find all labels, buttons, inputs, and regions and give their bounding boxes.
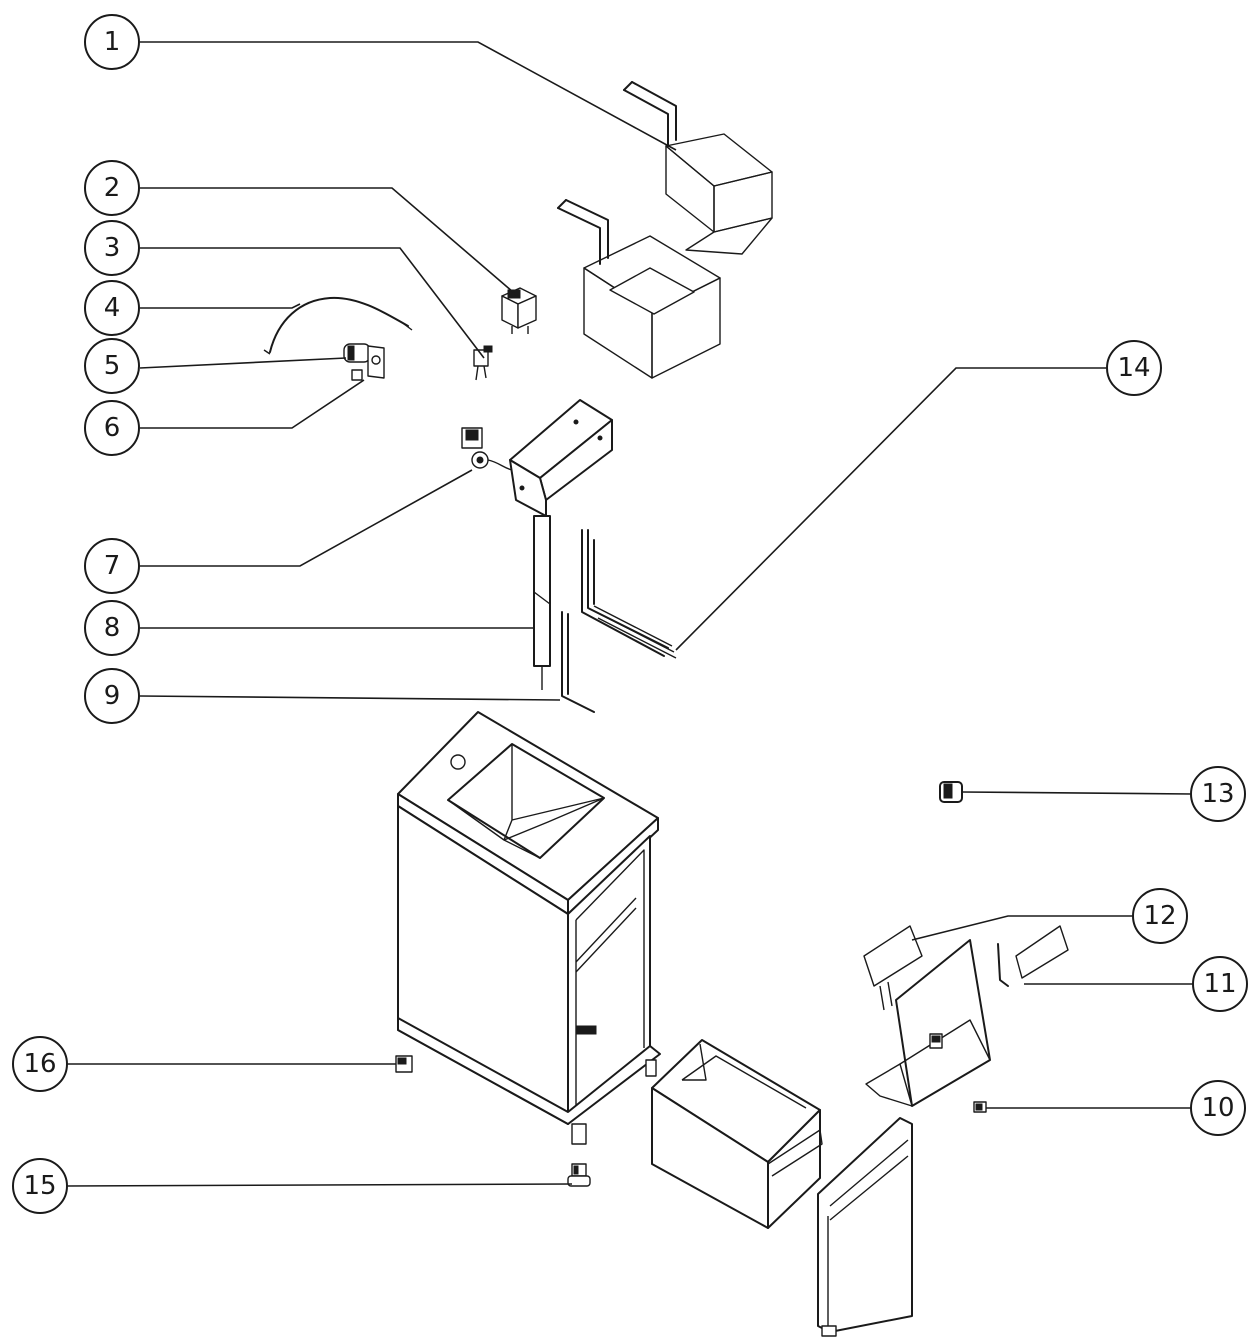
callout-9-label: 9 xyxy=(104,681,121,711)
small-screw xyxy=(973,1101,987,1113)
callout-3-label: 3 xyxy=(104,233,121,263)
callout-7: 7 xyxy=(84,538,140,594)
control-board xyxy=(997,925,1069,987)
callout-6-label: 6 xyxy=(104,413,121,443)
fry-basket-lower xyxy=(557,199,721,379)
adjustable-foot xyxy=(567,1163,591,1187)
callout-8: 8 xyxy=(84,600,140,656)
switch-assembly xyxy=(343,343,385,381)
callout-6: 6 xyxy=(84,400,140,456)
callout-13-label: 13 xyxy=(1201,779,1234,809)
fry-basket-upper xyxy=(623,81,773,255)
callout-12-label: 12 xyxy=(1143,901,1176,931)
callout-1: 1 xyxy=(84,14,140,70)
callout-4: 4 xyxy=(84,280,140,336)
callout-10-label: 10 xyxy=(1201,1093,1234,1123)
callout-5-label: 5 xyxy=(104,351,121,381)
thermostat-valve xyxy=(473,345,493,381)
callout-4-label: 4 xyxy=(104,293,121,323)
leader-lines xyxy=(65,41,1196,1187)
oil-tank xyxy=(651,1039,823,1229)
callout-14: 14 xyxy=(1106,340,1162,396)
callout-5: 5 xyxy=(84,338,140,394)
callout-2-label: 2 xyxy=(104,173,121,203)
callout-16: 16 xyxy=(12,1036,68,1092)
callout-1-label: 1 xyxy=(104,27,121,57)
relay-component xyxy=(501,287,537,334)
clip-part xyxy=(395,1055,413,1073)
callout-14-label: 14 xyxy=(1117,353,1150,383)
callout-15: 15 xyxy=(12,1158,68,1214)
heating-head-housing xyxy=(509,399,613,517)
callout-11: 11 xyxy=(1192,956,1248,1012)
callout-16-label: 16 xyxy=(23,1049,56,1079)
callout-15-label: 15 xyxy=(23,1171,56,1201)
control-panel-bracket xyxy=(865,939,991,1107)
callout-13: 13 xyxy=(1190,766,1246,822)
heating-tube xyxy=(533,515,551,690)
wire-harness xyxy=(263,296,413,355)
callout-3: 3 xyxy=(84,220,140,276)
callout-10: 10 xyxy=(1190,1080,1246,1136)
fryer-cabinet xyxy=(397,711,661,1145)
callout-8-label: 8 xyxy=(104,613,121,643)
front-door-panel xyxy=(817,1117,913,1337)
callout-2: 2 xyxy=(84,160,140,216)
heating-element-coil xyxy=(581,529,677,659)
control-knob xyxy=(461,427,513,471)
callout-9: 9 xyxy=(84,668,140,724)
callout-11-label: 11 xyxy=(1203,969,1236,999)
knob-cap xyxy=(939,781,963,803)
callout-12: 12 xyxy=(1132,888,1188,944)
callout-7-label: 7 xyxy=(104,551,121,581)
display-module xyxy=(863,925,923,1011)
bracket-rod xyxy=(561,611,595,713)
